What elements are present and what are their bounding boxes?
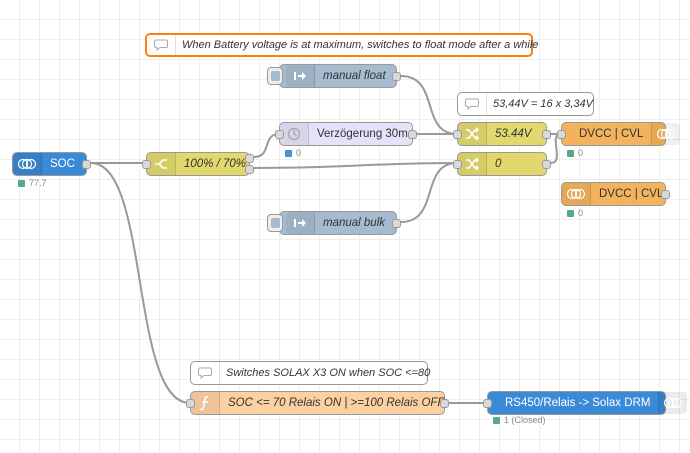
node-label: Verzögerung 30m [317,128,408,140]
status-dot [493,416,500,424]
node-function-soc[interactable]: SOC <= 70 Relais ON | >=100 Relais OFF [186,391,449,415]
comment-label: Switches SOLAX X3 ON when SOC <=80 [226,367,431,379]
node-manual-bulk[interactable]: manual bulk [267,211,401,235]
input-port[interactable] [483,399,492,408]
node-label: manual bulk [323,217,386,229]
input-port[interactable] [186,399,195,408]
node-label: DVCC | CVL [579,128,644,140]
node-delay[interactable]: Verzögerung 30m [275,122,417,146]
node-change-0[interactable]: 0 [453,152,551,176]
inject-button[interactable] [267,67,283,85]
wire-float-to-change5344 [400,75,458,135]
node-switch-soc[interactable]: 100% / 70% [142,152,254,176]
status-delay: 0 [285,148,301,158]
comment-icon [147,35,176,55]
node-dvcc-1[interactable]: DVCC | CVL [557,122,681,146]
status-dot [285,149,292,157]
output-port-1[interactable] [245,154,254,163]
status-dot [18,179,25,187]
node-relay[interactable]: RS450/Relais -> Solax DRM [483,391,688,415]
output-port[interactable] [82,160,91,169]
node-label: RS450/Relais -> Solax DRM [505,397,651,409]
input-port[interactable] [142,160,151,169]
input-port[interactable] [453,160,462,169]
output-port-2[interactable] [245,165,254,174]
arrow-right-icon [286,65,315,87]
comment-icon [458,93,487,115]
shuffle-icon [458,123,487,145]
comment-icon [191,362,220,384]
victron-icon [658,392,688,414]
output-port[interactable] [542,160,551,169]
input-port[interactable] [557,130,566,139]
wire-bulk-to-change0 [400,162,458,223]
status-soc: 77.7 [18,178,47,188]
switch-icon [147,153,176,175]
comment-solax[interactable]: Switches SOLAX X3 ON when SOC <=80 [190,361,430,385]
output-port[interactable] [392,72,401,81]
node-change-5344[interactable]: 53.44V [453,122,551,146]
status-text: 77.7 [29,178,47,188]
status-text: 0 [578,208,584,218]
output-port[interactable] [542,130,551,139]
node-soc[interactable]: SOC [12,152,91,176]
output-port[interactable] [392,219,401,228]
status-dot [567,209,574,217]
output-port[interactable] [408,130,417,139]
wire-switch-to-change0 [253,162,458,169]
node-dvcc-2[interactable]: DVCC | CVL [561,182,670,206]
function-icon [191,392,220,414]
node-label: manual float [323,70,386,82]
comment-battery-max[interactable]: When Battery voltage is at maximum, swit… [145,33,538,57]
status-text: 1 (Closed) [504,415,546,425]
node-label: 0 [495,158,502,170]
node-label: SOC [50,158,75,170]
victron-icon [13,153,42,175]
node-label: 53.44V [495,128,532,140]
node-label: DVCC | CVL [599,188,664,200]
status-text: 0 [296,148,302,158]
comment-label: 53,44V = 16 x 3,34V [493,98,593,110]
arrow-right-icon [286,212,315,234]
inject-button[interactable] [267,214,283,232]
output-port[interactable] [661,190,670,199]
comment-label: When Battery voltage is at maximum, swit… [182,39,539,51]
wire-soc-to-function [90,162,191,404]
output-port[interactable] [440,399,449,408]
shuffle-icon [458,153,487,175]
comment-voltage-calc[interactable]: 53,44V = 16 x 3,34V [457,92,594,116]
input-port[interactable] [275,130,284,139]
status-text: 0 [578,148,584,158]
node-manual-float[interactable]: manual float [267,64,401,88]
victron-icon [651,123,681,145]
status-dvcc-2: 0 [567,208,583,218]
input-port[interactable] [453,130,462,139]
status-dvcc-1: 0 [567,148,583,158]
status-relay: 1 (Closed) [493,415,546,425]
node-label: SOC <= 70 Relais ON | >=100 Relais OFF [228,397,445,409]
clock-icon [280,123,309,145]
node-label: 100% / 70% [184,158,247,170]
victron-icon [562,183,591,205]
status-dot [567,149,574,157]
